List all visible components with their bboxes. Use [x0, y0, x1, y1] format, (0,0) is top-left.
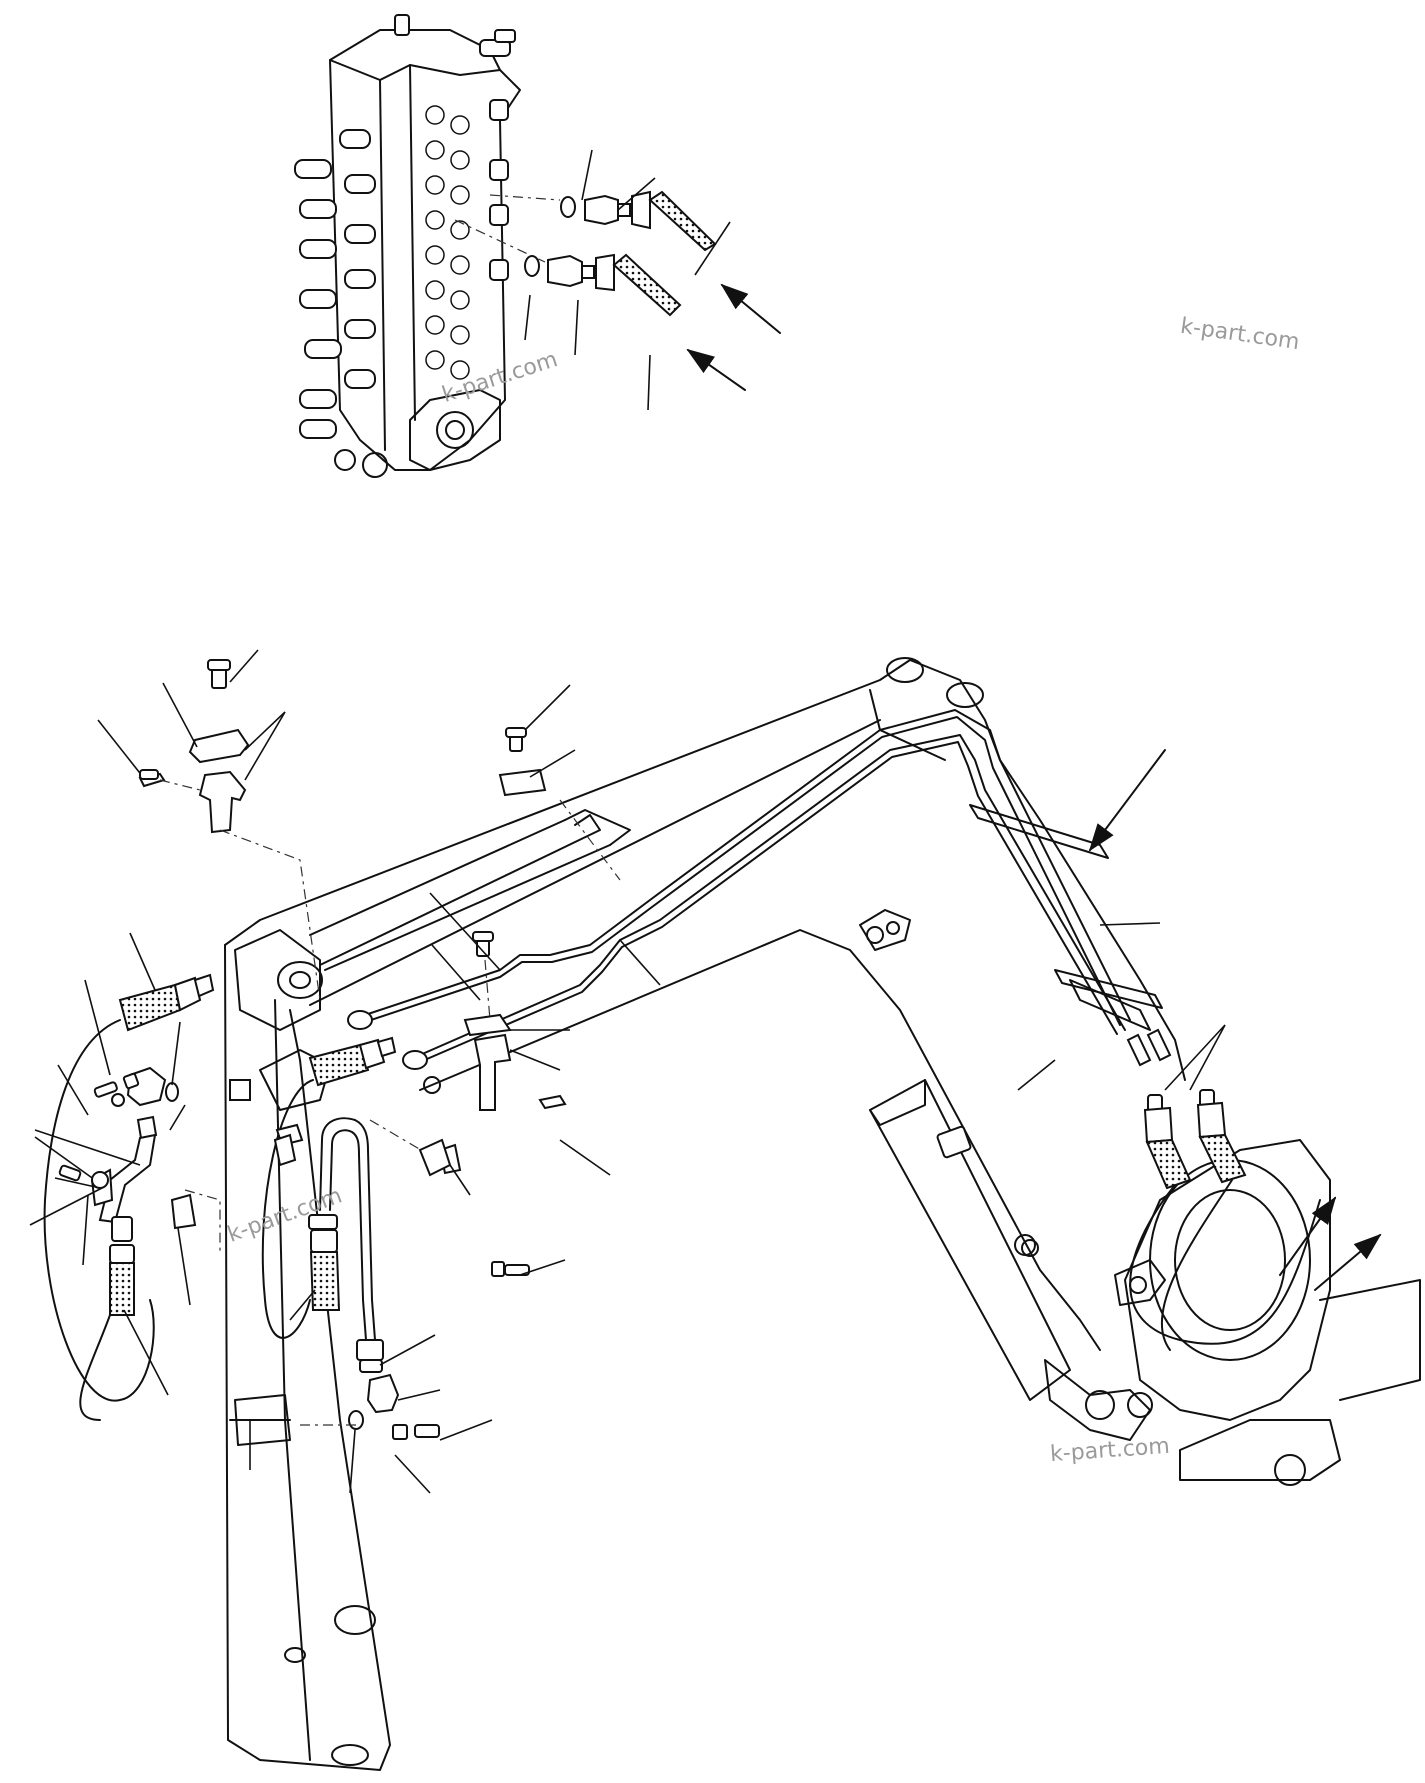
valve-fitting-upper	[560, 190, 717, 252]
swing-bracket	[859, 909, 1166, 1306]
spool-caps	[294, 129, 376, 439]
flow-arrow	[720, 283, 781, 334]
boom-structure	[224, 657, 1421, 1771]
flow-arrow	[1279, 1196, 1337, 1276]
bolts	[58, 769, 1039, 1257]
hydraulic-pipes	[347, 709, 1131, 1070]
left-clamp-assembly	[138, 659, 321, 1001]
pipe-clamps-boom	[969, 804, 1163, 1031]
center-clamp-assembly	[463, 727, 621, 1111]
flow-arrow	[1088, 749, 1166, 852]
leader-lines-bottom	[29, 649, 1226, 1494]
left-hose-group	[43, 973, 221, 1421]
flow-arrow	[686, 348, 746, 391]
control-valve	[294, 14, 521, 478]
valve-fitting-lower	[524, 253, 682, 317]
center-hose-group	[261, 1036, 530, 1440]
right-hoses	[1126, 1028, 1321, 1351]
valve-ports	[425, 105, 470, 380]
flow-arrow	[1314, 1233, 1382, 1291]
leader-lines-top	[524, 149, 731, 411]
